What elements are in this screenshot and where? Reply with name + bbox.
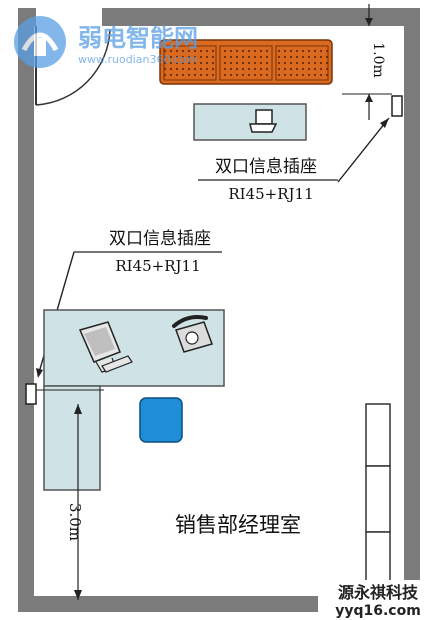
watermark-bottom-bg bbox=[318, 580, 438, 620]
watermark-top: 弱电智能网 www.ruodian360.com bbox=[14, 16, 198, 68]
laptop-icon bbox=[249, 109, 278, 133]
socket-left-spec: RI45+RJ11 bbox=[115, 257, 200, 275]
socket-left bbox=[25, 383, 37, 405]
watermark-bottom-title: 源永祺科技 bbox=[338, 583, 419, 602]
watermark-bottom-url: yyq16.com bbox=[335, 603, 421, 619]
leader-arrow-top bbox=[380, 118, 389, 128]
dimension-label-left: 3.0m bbox=[66, 503, 84, 541]
office-chair bbox=[139, 397, 183, 443]
watermark-top-url: www.ruodian360.com bbox=[78, 53, 197, 66]
socket-top-right bbox=[391, 95, 403, 117]
socket-left-label: 双口信息插座 bbox=[109, 229, 211, 249]
filing-cabinets bbox=[365, 403, 391, 593]
leader-arrow-left bbox=[36, 368, 43, 378]
dimension-3m bbox=[36, 389, 104, 600]
leader-line-top bbox=[337, 117, 390, 183]
socket-top-label: 双口信息插座 bbox=[215, 157, 317, 177]
door-swing-arc bbox=[35, 29, 111, 106]
computer-monitor-icon bbox=[78, 321, 133, 373]
watermark-top-title: 弱电智能网 bbox=[78, 24, 198, 52]
socket-top-spec: RI45+RJ11 bbox=[228, 185, 313, 203]
sofa bbox=[159, 39, 333, 85]
telephone-icon bbox=[172, 315, 213, 353]
room-name: 销售部经理室 bbox=[175, 513, 301, 537]
dimension-label-top: 1.0m bbox=[370, 42, 386, 78]
coffee-table bbox=[193, 103, 307, 141]
dimension-1m bbox=[342, 4, 392, 120]
